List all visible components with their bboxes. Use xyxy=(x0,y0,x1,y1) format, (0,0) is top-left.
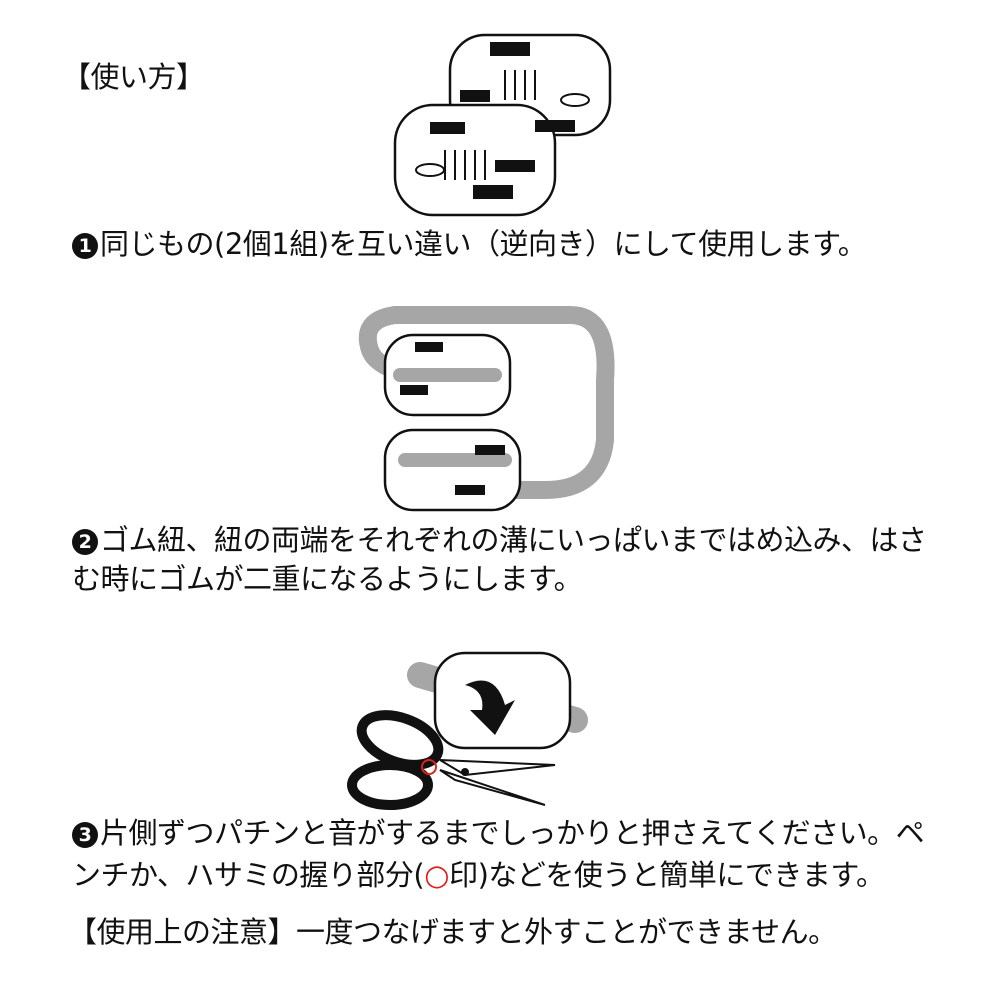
scissors-illustration xyxy=(347,651,588,810)
step-3-line2: ンチか、ハサミの握り部分(○印)などを使うと簡単にできます。 xyxy=(72,856,885,894)
step-number: 3 xyxy=(72,822,98,848)
step-number: 1 xyxy=(72,233,98,259)
step-text: 片側ずつパチンと音がするまでしっかりと押さえてください。ペ xyxy=(100,816,925,850)
page-title: 【使い方】 xyxy=(62,60,205,94)
step-2-line2: む時にゴムが二重になるようにします。 xyxy=(72,562,583,596)
cord-illustration xyxy=(358,306,615,512)
step-text: 印)などを使うと簡単にできます。 xyxy=(449,858,885,892)
step-number: 2 xyxy=(72,529,98,555)
caution-note: 【使用上の注意】一度つなげますと外すことができません。 xyxy=(68,915,837,949)
step-text: ンチか、ハサミの握り部分( xyxy=(72,858,425,892)
step-text: ゴム紐、紐の両端をそれぞれの溝にいっぱいまではめ込み、はさ xyxy=(100,523,927,557)
red-circle-mark: ○ xyxy=(424,858,450,892)
step-text: 同じもの(2個1組)を互い違い（逆向き）にして使用します。 xyxy=(100,227,867,261)
clips-illustration xyxy=(393,33,612,217)
